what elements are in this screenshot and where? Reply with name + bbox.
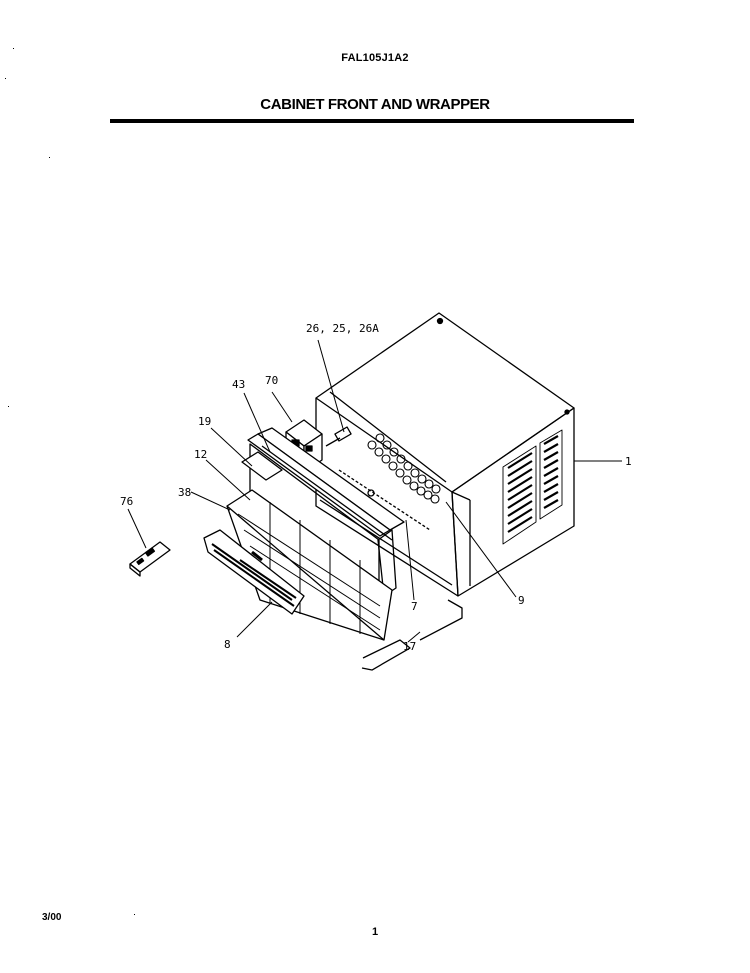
section-title: CABINET FRONT AND WRAPPER (260, 96, 490, 113)
model-number: FAL105J1A2 (341, 52, 409, 64)
scan-speck (13, 48, 14, 49)
label-plate (241, 451, 283, 481)
discharge-louver (203, 529, 305, 615)
callout-7: 7 (411, 600, 418, 613)
air-filter (226, 489, 393, 641)
callout-19: 19 (198, 415, 211, 428)
callout-17: 17 (403, 640, 416, 653)
leader-lines (127, 339, 622, 643)
callout-labels: 26, 25, 26A 43 70 19 12 38 76 1 7 9 17 8 (120, 322, 632, 653)
callout-8: 8 (224, 638, 231, 651)
mounting-rails (361, 599, 463, 671)
bracket-assembly (325, 426, 352, 447)
revision-date: 3/00 (42, 912, 62, 923)
cabinet-wrapper (315, 312, 575, 597)
scan-speck (49, 157, 50, 158)
callout-9: 9 (518, 594, 525, 607)
scan-speck (8, 406, 9, 407)
callout-38: 38 (178, 486, 191, 499)
callout-1: 1 (625, 455, 632, 468)
title-rule (110, 119, 634, 123)
callout-12: 12 (194, 448, 207, 461)
scan-speck (134, 914, 135, 915)
remote-control (129, 541, 171, 577)
scan-speck (5, 78, 6, 79)
callout-76: 76 (120, 495, 133, 508)
callout-43: 43 (232, 378, 245, 391)
page-number: 1 (371, 926, 379, 938)
evaporator-coil (367, 433, 441, 504)
callout-26-25-26a: 26, 25, 26A (306, 322, 379, 335)
callout-70: 70 (265, 374, 278, 387)
side-louvers (502, 429, 563, 545)
